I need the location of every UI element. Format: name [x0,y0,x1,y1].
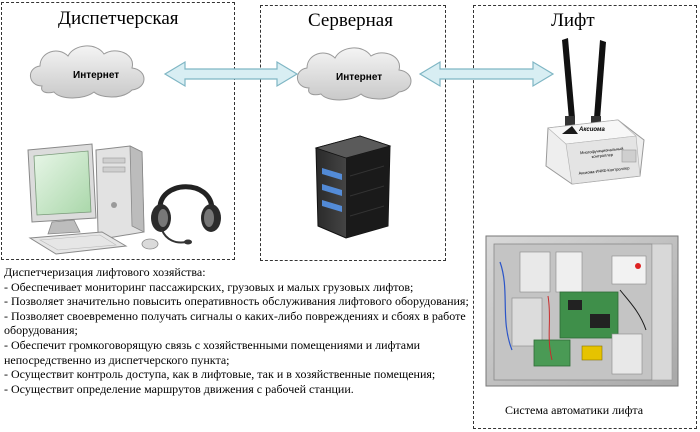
antenna-icon [562,38,606,126]
keyboard-icon [28,231,128,255]
server-rack-icon [314,135,392,239]
dispatch-cloud-label: Интернет [73,70,120,81]
description-item: - Позволяет значительно повысить операти… [4,294,469,309]
description-item: - Обеспечивает мониторинг пассажирских, … [4,279,414,294]
server-cloud-label: Интернет [336,72,383,83]
elevator-title: Лифт [551,10,595,31]
description-item: - Осуществит контроль доступа, как в лиф… [4,367,436,382]
dispatch-cloud-icon [30,45,145,99]
description-item: - Позволяет своевременно получать сигнал… [4,308,466,338]
server-cloud-icon [297,47,412,101]
description-block: Диспетчеризация лифтового хозяйства: - О… [4,265,474,396]
description-item: - Обеспечит громкоговорящую связь с хозя… [4,337,421,367]
cabinet-caption: Система автоматики лифта [505,403,644,417]
arrow-server-elevator-icon [418,60,555,88]
description-heading: Диспетчеризация лифтового хозяйства: [4,265,206,279]
dispatch-panel [1,2,235,260]
controller-device-icon [545,119,645,185]
automation-cabinet-icon [485,235,679,387]
mouse-icon [141,238,159,250]
device-brand: Аксиома [579,127,605,133]
elevator-panel [473,5,697,429]
dispatch-title: Диспетчерская [58,8,179,29]
headset-icon [151,184,221,245]
server-title: Серверная [308,10,393,31]
description-item: - Осуществит определение маршрутов движе… [4,381,354,396]
pc-tower-icon [95,145,145,239]
arrow-dispatch-server-icon [163,60,299,88]
server-panel [260,5,446,261]
monitor-icon [27,143,97,235]
